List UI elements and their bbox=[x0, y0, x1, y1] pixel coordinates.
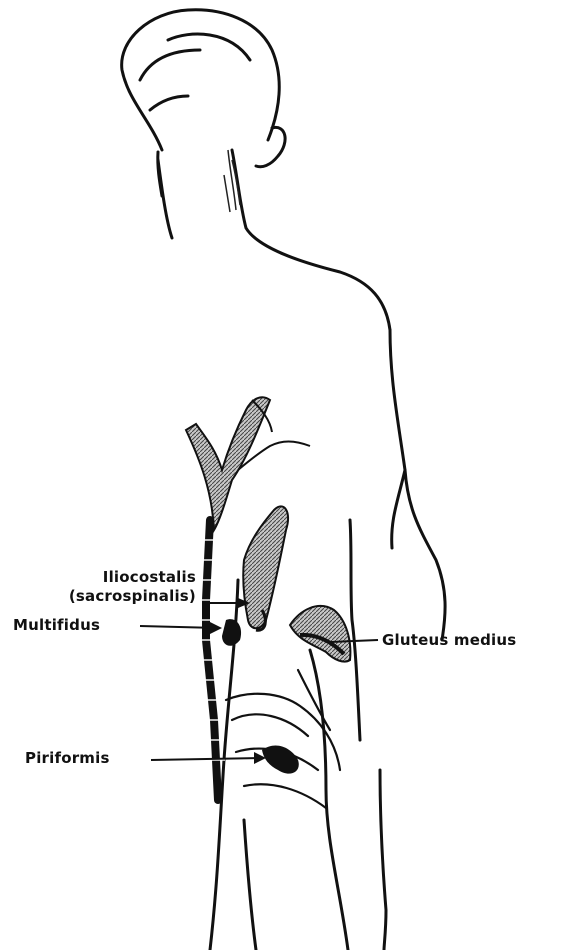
pelvis-contours bbox=[226, 670, 340, 808]
torso-outline bbox=[158, 150, 445, 950]
piriformis-label: Piriformis bbox=[25, 749, 110, 768]
piriformis-leader bbox=[151, 758, 262, 760]
iliocostalis-label: Iliocostalis (sacrospinalis) bbox=[8, 568, 196, 606]
iliocostalis-label-line2: (sacrospinalis) bbox=[8, 587, 196, 606]
iliocostalis-label-line1: Iliocostalis bbox=[8, 568, 196, 587]
multifidus-muscle bbox=[222, 619, 241, 646]
head-outline bbox=[122, 10, 285, 196]
gluteus-medius-muscle bbox=[290, 606, 350, 662]
iliocostalis-muscle bbox=[243, 506, 288, 630]
gluteus-medius-label: Gluteus medius bbox=[382, 631, 516, 650]
piriformis-muscle bbox=[262, 745, 299, 773]
multifidus-label: Multifidus bbox=[13, 616, 100, 635]
upper-back-muscle bbox=[186, 397, 310, 530]
